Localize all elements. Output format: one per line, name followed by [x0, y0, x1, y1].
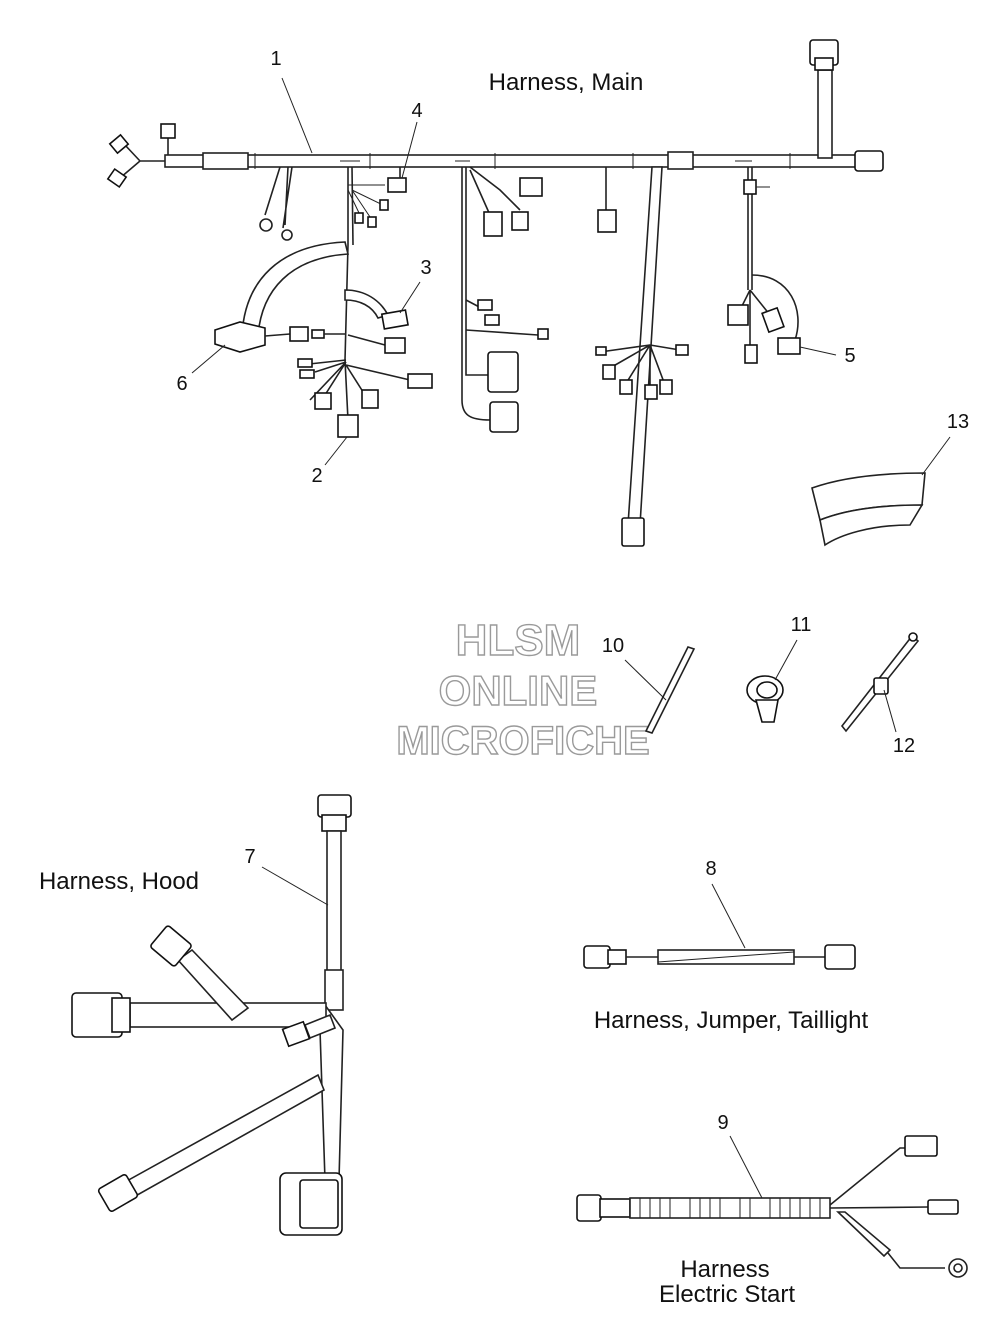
connector-2	[337, 414, 359, 438]
callout-6: 6	[176, 373, 187, 395]
callout-13: 13	[947, 411, 969, 433]
connector-5	[777, 337, 801, 355]
short-sleeve	[344, 289, 390, 319]
callout-7: 7	[244, 846, 255, 868]
cover-13	[811, 472, 926, 547]
electric-left-connector	[576, 1194, 602, 1222]
callout-1: 1	[270, 48, 281, 70]
cable-tie-10	[644, 646, 696, 734]
main-sleeve-2	[667, 151, 694, 170]
callout-numbers: 1 4 3 5 6 2 13 10 11 12 7 8 9	[176, 48, 969, 1134]
captions: Harness, Main Harness, Hood Harness, Jum…	[39, 69, 869, 1308]
callout-10: 10	[602, 635, 624, 657]
jumper-harness	[583, 944, 856, 970]
caption-jumper: Harness, Jumper, Taillight	[594, 1007, 869, 1034]
hood-lower-connector	[97, 1174, 139, 1212]
boot-6	[214, 321, 266, 353]
hood-top-connector	[317, 794, 352, 818]
callout-3: 3	[420, 257, 431, 279]
callout-4: 4	[411, 100, 422, 122]
hood-harness	[71, 794, 352, 1236]
electric-start-harness	[576, 1135, 968, 1278]
main-sleeve-1	[202, 152, 249, 170]
main-harness	[106, 39, 884, 547]
tie-clip-12	[840, 632, 920, 733]
callout-9: 9	[717, 1112, 728, 1134]
mid-connector-large-1	[487, 351, 519, 393]
leader-lines	[191, 77, 951, 1199]
upright-branch	[817, 69, 833, 159]
connector-4	[387, 177, 407, 193]
caption-electric-line2: Electric Start	[659, 1281, 795, 1308]
left-top-connector	[160, 123, 176, 139]
watermark: HLSM ONLINE MICROFICHE	[396, 615, 651, 763]
watermark-line1: HLSM	[456, 616, 581, 665]
callout-11: 11	[791, 614, 812, 636]
connector-3	[380, 309, 409, 330]
curved-conduit	[241, 241, 350, 336]
callout-2: 2	[311, 465, 322, 487]
callout-8: 8	[705, 858, 716, 880]
caption-hood: Harness, Hood	[39, 868, 199, 895]
jumper-left-connector	[583, 945, 611, 969]
watermark-line3: MICROFICHE	[396, 719, 649, 763]
watermark-line2: ONLINE	[439, 667, 598, 714]
callout-12: 12	[893, 735, 915, 757]
main-trunk	[164, 154, 866, 168]
callout-5: 5	[844, 345, 855, 367]
caption-main: Harness, Main	[489, 69, 644, 96]
clip-11	[746, 675, 784, 723]
caption-electric-line1: Harness	[680, 1256, 769, 1283]
jumper-right-connector	[824, 944, 856, 970]
hood-upper-connector	[150, 925, 192, 967]
mid-connector-large-2	[489, 401, 519, 433]
right-end-connector	[854, 150, 884, 172]
